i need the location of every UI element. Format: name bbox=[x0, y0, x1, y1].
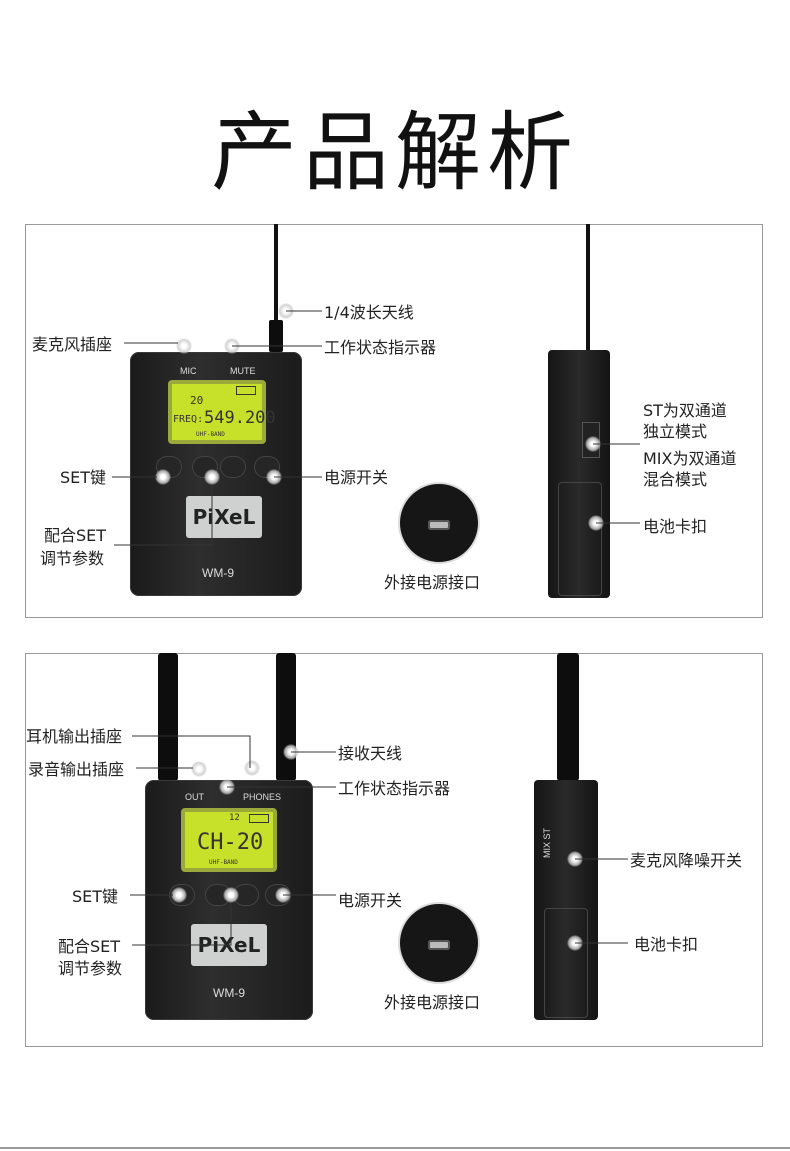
label-power: 电源开关 bbox=[338, 891, 403, 910]
label-battery: 电池卡扣 bbox=[643, 517, 708, 536]
transmitter-panel bbox=[25, 224, 763, 618]
phones-label: PHONES bbox=[243, 792, 282, 802]
label-set-key: SET键 bbox=[72, 887, 119, 906]
lcd-line1: 12 bbox=[229, 813, 240, 823]
label-external-power: 外接电源接口 bbox=[384, 573, 481, 592]
label-adjust-1: 配合SET bbox=[58, 937, 121, 956]
receiver-panel bbox=[25, 653, 763, 1047]
status-pointer bbox=[219, 779, 235, 795]
brand-logo: PiXeL bbox=[191, 924, 267, 966]
lcd-main: CH-20 bbox=[197, 830, 264, 855]
label-power: 电源开关 bbox=[324, 468, 389, 487]
record-out-pointer bbox=[191, 761, 207, 777]
label-adjust-2: 调节参数 bbox=[58, 959, 123, 978]
lcd-band: UHF-BAND bbox=[209, 859, 238, 866]
out-label: OUT bbox=[185, 792, 204, 802]
power-pointer bbox=[266, 469, 282, 485]
noise-pointer bbox=[567, 851, 583, 867]
label-st-2: 独立模式 bbox=[643, 422, 708, 441]
battery-pointer bbox=[567, 935, 583, 951]
page-title: 产品解析 bbox=[211, 103, 579, 203]
label-set-key: SET键 bbox=[60, 468, 107, 487]
transmitter-lcd: 20 FREQ: 549.200 UHF-BAND bbox=[168, 380, 276, 444]
label-antenna: 1/4波长天线 bbox=[324, 303, 414, 322]
lcd-band: UHF-BAND bbox=[196, 431, 225, 438]
up-button[interactable] bbox=[233, 884, 259, 906]
battery-clip-shape bbox=[558, 482, 602, 596]
label-battery: 电池卡扣 bbox=[634, 935, 699, 954]
adjust-pointer bbox=[223, 887, 239, 903]
transmitter-antenna bbox=[274, 224, 278, 352]
label-mic-jack: 麦克风插座 bbox=[32, 335, 113, 354]
antenna-pointer bbox=[278, 303, 294, 319]
power-pointer bbox=[275, 887, 291, 903]
status-pointer bbox=[224, 338, 240, 354]
set-key-pointer bbox=[171, 887, 187, 903]
battery-clip-shape bbox=[544, 908, 588, 1018]
lcd-line1: 20 bbox=[190, 394, 204, 407]
brand-logo: PiXeL bbox=[186, 496, 262, 538]
battery-pointer bbox=[588, 515, 604, 531]
mic-label: MIC bbox=[180, 366, 197, 376]
model-label: WM-9 bbox=[202, 566, 234, 580]
receiver-device-side: MIX ST bbox=[534, 780, 598, 1020]
label-adjust-1: 配合SET bbox=[44, 526, 107, 545]
label-mix-1: MIX为双通道 bbox=[643, 449, 737, 468]
label-antenna: 接收天线 bbox=[338, 744, 403, 763]
antenna-pointer bbox=[283, 744, 299, 760]
side-receiver-antenna bbox=[557, 653, 579, 781]
up-button[interactable] bbox=[220, 456, 246, 478]
usb-port-closeup bbox=[398, 482, 480, 564]
usb-port-icon bbox=[428, 940, 450, 950]
battery-icon bbox=[236, 386, 256, 395]
adjust-pointer bbox=[204, 469, 220, 485]
label-record-out: 录音输出插座 bbox=[28, 760, 125, 779]
label-st-1: ST为双通道 bbox=[643, 401, 727, 420]
lcd-freq-value: 549.200 bbox=[204, 408, 276, 428]
label-adjust-2: 调节参数 bbox=[40, 549, 105, 568]
usb-port-icon bbox=[428, 520, 450, 530]
set-key-pointer bbox=[155, 469, 171, 485]
receiver-antenna-right bbox=[276, 653, 296, 781]
usb-port-closeup bbox=[398, 902, 480, 984]
phones-pointer bbox=[244, 760, 260, 776]
receiver-device-front: OUT PHONES 12 CH-20 UHF-BAND PiXeL WM-9 bbox=[145, 780, 313, 1020]
lcd-freq-label: FREQ: bbox=[173, 414, 204, 425]
label-mix-2: 混合模式 bbox=[643, 470, 708, 489]
label-headphone-out: 耳机输出插座 bbox=[26, 727, 123, 746]
mode-pointer bbox=[585, 436, 601, 452]
label-status: 工作状态指示器 bbox=[324, 338, 437, 357]
mic-jack-pointer bbox=[176, 338, 192, 354]
battery-icon bbox=[249, 814, 269, 823]
receiver-antenna-left bbox=[158, 653, 178, 781]
label-external-power: 外接电源接口 bbox=[384, 993, 481, 1012]
side-text: MIX ST bbox=[542, 827, 552, 858]
bottom-divider bbox=[0, 1147, 790, 1149]
model-label: WM-9 bbox=[213, 986, 245, 1000]
mute-label: MUTE bbox=[230, 366, 256, 376]
antenna-base bbox=[269, 320, 283, 352]
label-noise: 麦克风降噪开关 bbox=[630, 851, 743, 870]
label-status: 工作状态指示器 bbox=[338, 779, 451, 798]
transmitter-device-side bbox=[548, 350, 610, 598]
side-antenna bbox=[586, 224, 590, 350]
receiver-lcd: 12 CH-20 UHF-BAND bbox=[181, 808, 277, 872]
